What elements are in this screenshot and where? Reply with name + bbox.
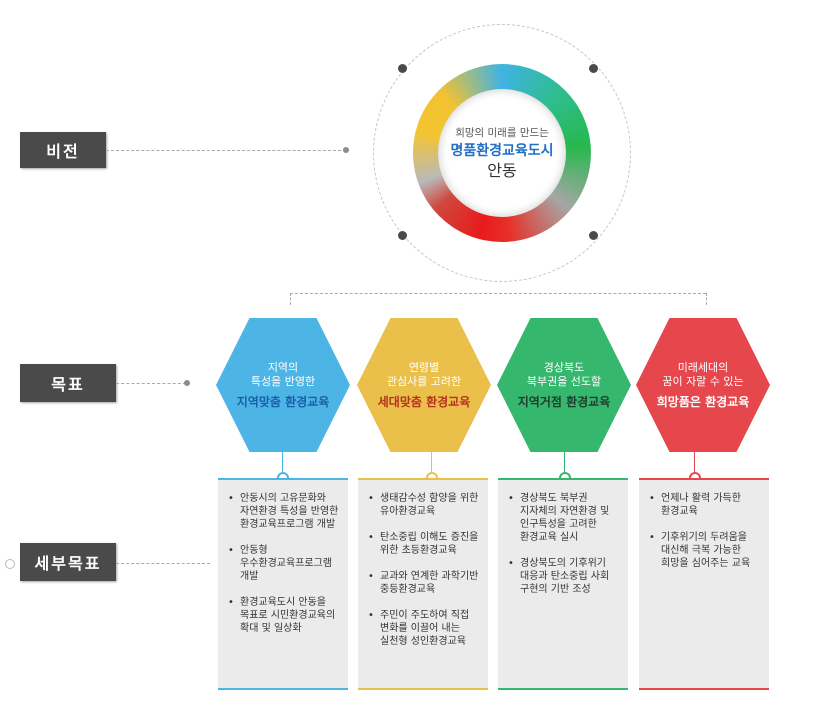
goals-bracket-top [290,293,706,294]
detail-2-item-2: 탄소중립 이해도 증진을 위한 초등환경교육 [366,531,482,557]
vision-connector-line [106,150,346,151]
detail-connector-line [116,563,210,564]
goal-label: 목표 [20,364,116,402]
detail-box-4: 언제나 활력 가득한 환경교육 기후위기의 두려움을 대신해 극복 가능한 희망… [639,478,769,690]
corner-dot-top-right [589,64,598,73]
goal-3-line2: 북부권을 선도할 [526,374,602,388]
goal-1-line2: 특성을 반영한 [250,374,316,388]
goal-2-line2: 관심사를 고려한 [386,374,462,388]
goal-4-line2: 꿈이 자랄 수 있는 [662,374,744,388]
goal-2-title: 세대맞춤 환경교육 [377,394,471,409]
detail-4-item-2: 기후위기의 두려움을 대신해 극복 가능한 희망을 심어주는 교육 [647,531,763,570]
detail-3-item-1: 경상북도 북부권 지자체의 자연환경 및 인구특성을 고려한 환경교육 실시 [506,492,622,544]
goal-hexagon-1: 지역의 특성을 반영한 지역맞춤 환경교육 [216,318,350,452]
goal-hexagon-2: 연령별 관심사를 고려한 세대맞춤 환경교육 [357,318,491,452]
goal-hexagon-4: 미래세대의 꿈이 자랄 수 있는 희망품은 환경교육 [636,318,770,452]
vision-subtitle: 희망의 미래를 만드는 [455,126,549,139]
goal-2-line1: 연령별 [408,360,440,374]
corner-dot-top-left [398,64,407,73]
goal-3-line1: 경상북도 [543,360,585,374]
detail-1-item-1: 안동시의 고유문화와 자연환경 특성을 반영한 환경교육프로그램 개발 [226,492,342,531]
goal-1-line1: 지역의 [267,360,299,374]
goal-1-title: 지역맞춤 환경교육 [236,394,330,409]
detail-label: 세부목표 [20,543,116,581]
corner-dot-bottom-right [589,231,598,240]
detail-3-item-2: 경상북도의 기후위기 대응과 탄소중립 사회 구현의 기반 조성 [506,557,622,596]
vision-emblem: 희망의 미래를 만드는 명품환경교육도시 안동 [373,24,631,282]
goal-4-line1: 미래세대의 [677,360,729,374]
detail-box-2: 생태감수성 함양을 위한 유아환경교육 탄소중립 이해도 증진을 위한 초등환경… [358,478,488,690]
detail-small-dot [5,559,15,569]
detail-box-3: 경상북도 북부권 지자체의 자연환경 및 인구특성을 고려한 환경교육 실시 경… [498,478,628,690]
corner-dot-bottom-left [398,231,407,240]
goal-3-title: 지역거점 환경교육 [517,394,611,409]
goal-2-connector [431,452,432,474]
detail-2-item-4: 주민이 주도하여 직접 변화를 이끌어 내는 실천형 성인환경교육 [366,609,482,648]
detail-2-item-1: 생태감수성 함양을 위한 유아환경교육 [366,492,482,518]
detail-1-item-3: 환경교육도시 안동을 목표로 시민환경교육의 확대 및 일상화 [226,596,342,635]
vision-connector-dot [343,147,349,153]
goal-1-connector [282,452,283,474]
goal-connector-dot [184,380,190,386]
detail-2-item-3: 교과와 연계한 과학기반 중등환경교육 [366,570,482,596]
goal-4-title: 희망품은 환경교육 [656,394,750,409]
goal-connector-line [116,383,186,384]
vision-label: 비전 [20,132,106,168]
vision-center: 희망의 미래를 만드는 명품환경교육도시 안동 [438,89,566,217]
detail-4-item-1: 언제나 활력 가득한 환경교육 [647,492,763,518]
vision-outer-dashed-circle [373,24,631,282]
goal-hexagon-3: 경상북도 북부권을 선도할 지역거점 환경교육 [497,318,631,452]
goal-3-connector [564,452,565,474]
detail-1-item-2: 안동형 우수환경교육프로그램 개발 [226,544,342,583]
vision-city: 안동 [487,160,517,180]
goal-4-connector [694,452,695,474]
goals-bracket-right [706,293,707,305]
vision-title: 명품환경교육도시 [450,142,554,159]
goals-bracket-left [290,293,291,305]
detail-box-1: 안동시의 고유문화와 자연환경 특성을 반영한 환경교육프로그램 개발 안동형 … [218,478,348,690]
